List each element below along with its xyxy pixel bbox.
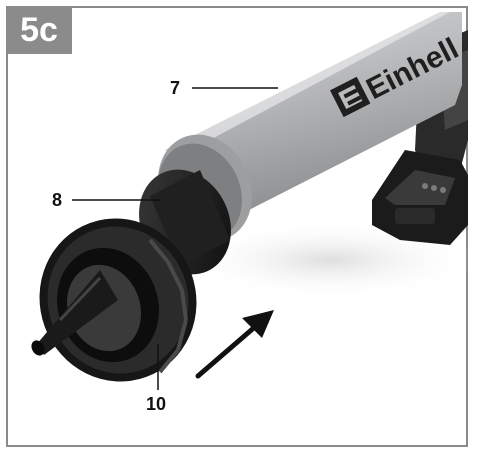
nozzle-cone — [31, 270, 118, 356]
figure-label: 5c — [6, 6, 72, 54]
callout-7: 7 — [170, 78, 180, 98]
battery-pack — [372, 150, 468, 245]
callout-10: 10 — [146, 394, 166, 414]
direction-arrow — [195, 310, 274, 379]
callout-8: 8 — [52, 190, 62, 210]
